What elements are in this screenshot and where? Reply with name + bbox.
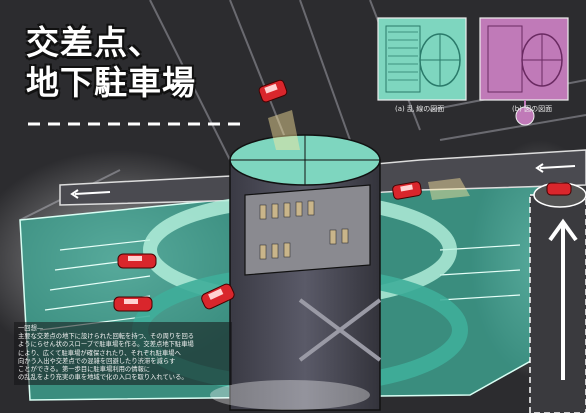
headlight-beam	[428, 178, 470, 200]
caption-a: (a) 乱 線の図面	[395, 105, 445, 113]
up-arrow	[548, 218, 578, 242]
car	[117, 253, 157, 269]
road-arrow	[535, 163, 544, 173]
road-arrow	[74, 191, 111, 195]
headlight-beam	[268, 110, 300, 150]
title-line-2: 地下駐車場	[26, 63, 196, 102]
car	[392, 181, 422, 200]
title-line-1: 交差点、	[26, 23, 162, 62]
floor-light	[210, 380, 370, 410]
car	[546, 182, 572, 196]
note-line: により、広くて駐車場が確保されたり、それぞれ駐車場へ	[18, 349, 181, 357]
floor-plan-b	[479, 17, 569, 126]
description-note: 一回想— 主要な交差点の地下に設けられた回転を持つ、その周りを回る ようにらせん…	[14, 322, 232, 386]
cutaway-floor	[244, 184, 371, 276]
car	[113, 296, 153, 312]
road-arrow	[539, 165, 576, 169]
car	[201, 283, 235, 310]
car	[258, 79, 288, 103]
support-beams	[298, 298, 382, 362]
parked-cars	[259, 200, 349, 260]
note-line: ことができる。第一歩目に駐車場利用の情報に	[18, 366, 151, 374]
note-line: の乱乱をより充実の車を地域で化の入口を取り入れている。	[18, 374, 188, 382]
floor-plan-a	[377, 17, 467, 101]
road-arrow	[70, 189, 79, 199]
caption-b: (b) 図の図面	[512, 105, 553, 113]
note-heading: 一回想—	[18, 325, 44, 332]
note-line: 主要な交差点の地下に設けられた回転を持つ、その周りを回る	[18, 333, 195, 341]
note-line: ようにらせん状のスロープで駐車場を作る。交差点地下駐車場	[18, 341, 194, 349]
note-line: 向かう入出や交差点での混雑を回避したり渋滞を減らす	[18, 357, 176, 365]
red-cars	[113, 79, 572, 312]
